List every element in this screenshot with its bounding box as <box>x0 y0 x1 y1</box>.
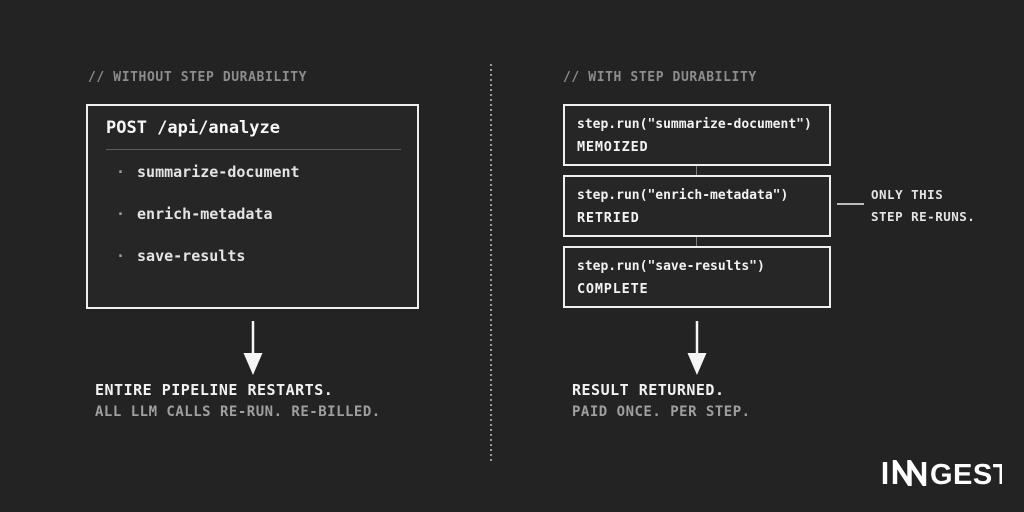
right-result-subline: PAID ONCE. PER STEP. <box>572 404 751 420</box>
box-divider <box>106 149 401 150</box>
right-result-headline: RESULT RETURNED. <box>572 381 725 399</box>
connector-line <box>696 166 697 175</box>
pipeline-step-item: · save-results <box>116 247 245 265</box>
left-section-header: // WITHOUT STEP DURABILITY <box>88 70 308 85</box>
step-run-box-complete: step.run("save-results") COMPLETE <box>563 246 831 308</box>
step-status-text: MEMOIZED <box>577 139 649 155</box>
inngest-logo: GEST <box>882 454 1010 492</box>
logo-tail-text: GEST <box>930 460 1002 486</box>
callout-text-line2: STEP RE-RUNS. <box>871 209 976 224</box>
step-code-text: step.run("summarize-document") <box>577 117 812 132</box>
bullet-icon: · <box>116 205 126 223</box>
request-endpoint-title: POST /api/analyze <box>106 118 280 138</box>
bullet-icon: · <box>116 247 126 265</box>
bullet-icon: · <box>116 163 126 181</box>
connector-line <box>696 237 697 246</box>
pipeline-step-item: · enrich-metadata <box>116 205 273 223</box>
callout-text-line1: ONLY THIS <box>871 187 944 202</box>
step-run-box-retried: step.run("enrich-metadata") RETRIED <box>563 175 831 237</box>
left-result-headline: ENTIRE PIPELINE RESTARTS. <box>95 381 334 399</box>
down-arrow-icon <box>243 321 263 375</box>
step-status-text: RETRIED <box>577 210 640 226</box>
inngest-wordmark-icon: GEST <box>882 454 1010 492</box>
left-result-subline: ALL LLM CALLS RE-RUN. RE-BILLED. <box>95 404 381 420</box>
down-arrow-icon <box>687 321 707 375</box>
pipeline-step-label: enrich-metadata <box>137 205 273 223</box>
step-run-box-memoized: step.run("summarize-document") MEMOIZED <box>563 104 831 166</box>
dotted-divider <box>490 64 492 463</box>
step-code-text: step.run("enrich-metadata") <box>577 188 789 203</box>
request-pipeline-box: POST /api/analyze · summarize-document · e… <box>86 104 419 309</box>
step-status-text: COMPLETE <box>577 281 649 297</box>
pipeline-step-label: summarize-document <box>137 163 300 181</box>
right-section-header: // WITH STEP DURABILITY <box>563 70 757 85</box>
step-code-text: step.run("save-results") <box>577 259 765 274</box>
callout-dash-line <box>837 203 864 205</box>
pipeline-step-item: · summarize-document <box>116 163 300 181</box>
pipeline-step-label: save-results <box>137 247 246 265</box>
